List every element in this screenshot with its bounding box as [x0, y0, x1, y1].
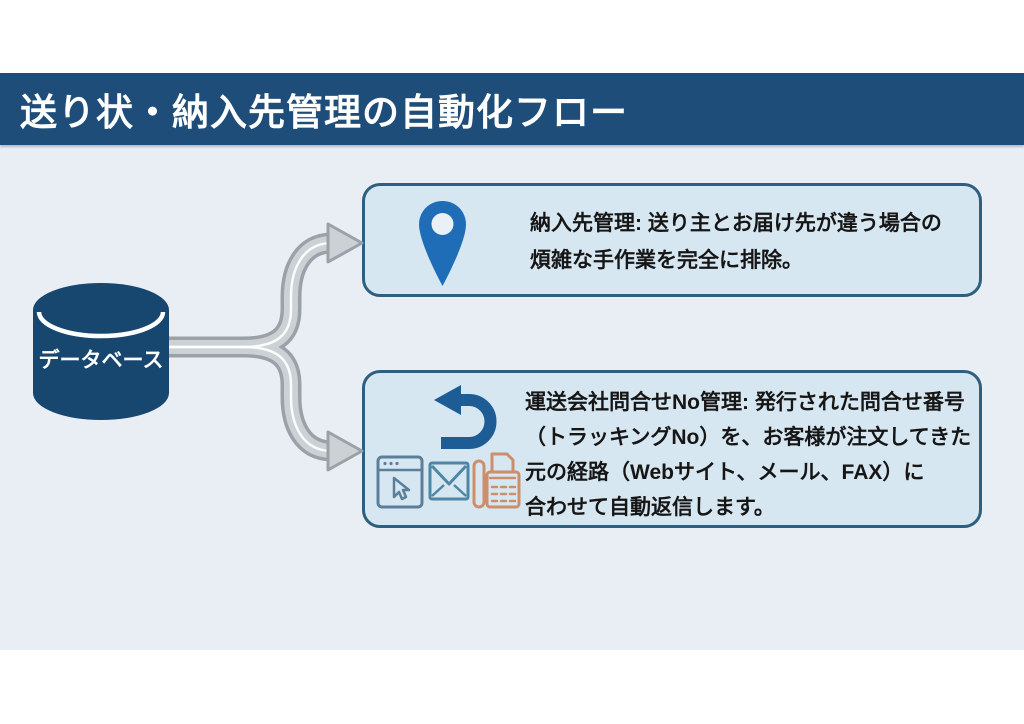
tracking-number-box: 運送会社問合せNo管理: 発行された問合せ番号 （トラッキングNo）を、お客様が… [362, 370, 982, 528]
delivery-management-text: 納入先管理: 送り主とお届け先が違う場合の 煩雑な手作業を完全に排除。 [530, 212, 942, 272]
page-title: 送り状・納入先管理の自動化フロー [20, 92, 628, 133]
title-bar: 送り状・納入先管理の自動化フロー [0, 73, 1024, 145]
tracking-number-text: 運送会社問合せNo管理: 発行された問合せ番号 （トラッキングNo）を、お客様が… [525, 391, 972, 519]
delivery-management-box: 納入先管理: 送り主とお届け先が違う場合の 煩雑な手作業を完全に排除。 [362, 183, 982, 297]
